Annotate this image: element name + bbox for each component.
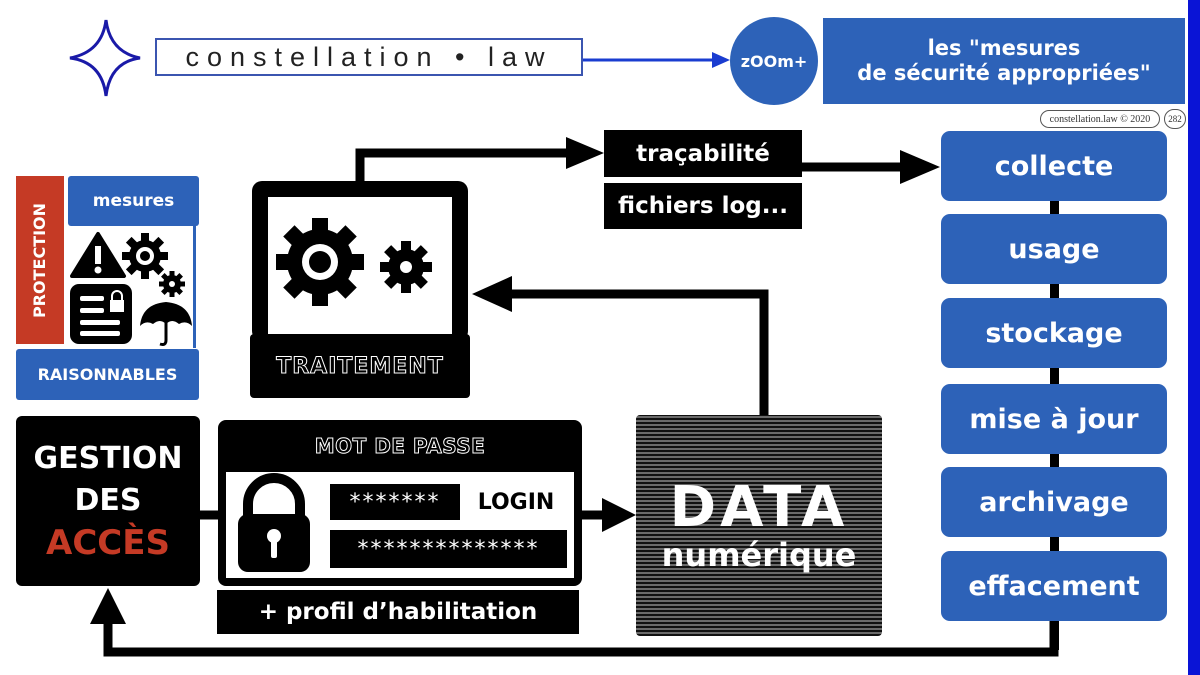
lifecycle-step-effacement: effacement	[941, 551, 1167, 621]
login-field[interactable]: *******	[330, 484, 460, 520]
password-panel-title: MOT DE PASSE	[314, 434, 486, 459]
arrow-processing-to-traceability	[355, 148, 572, 181]
password-field[interactable]: **************	[330, 530, 567, 568]
login-label: LOGIN	[477, 489, 555, 515]
copyright: constellation.law © 2020	[1040, 110, 1160, 128]
protection-label-bar: PROTECTION	[16, 176, 64, 344]
logo-arrowhead	[712, 52, 730, 68]
data-subtitle: numérique	[661, 535, 857, 574]
data-title: DATA	[669, 474, 849, 540]
slide-title: les "mesures de sécurité appropriées"	[823, 18, 1185, 104]
access-management-box: GESTION DES ACCÈS	[16, 416, 200, 586]
protection-icons	[68, 226, 196, 348]
title-line-2: de sécurité appropriées"	[857, 61, 1151, 85]
access-line-1: GESTION	[33, 441, 183, 476]
star-logo-icon	[69, 19, 141, 97]
locked-document-icon	[70, 284, 132, 344]
arrowhead-access	[90, 588, 126, 624]
lifecycle-step-usage: usage	[941, 214, 1167, 284]
arrowhead-data	[602, 498, 636, 532]
page-number: 282	[1164, 109, 1186, 129]
log-files-label: fichiers log...	[604, 183, 802, 229]
arrowhead-processing	[472, 276, 512, 312]
arrowhead-collecte	[900, 150, 940, 184]
lifecycle-step-mise-a-jour: mise à jour	[941, 384, 1167, 454]
lifecycle-step-archivage: archivage	[941, 467, 1167, 537]
large-gear-icon	[276, 218, 364, 306]
warning-icon	[70, 232, 126, 278]
access-line-3: ACCÈS	[46, 523, 170, 563]
lifecycle-step-stockage: stockage	[941, 298, 1167, 368]
umbrella-icon	[140, 302, 192, 346]
small-gear-icon	[159, 271, 185, 297]
padlock-icon	[238, 473, 310, 572]
arrow-data-to-processing	[510, 289, 769, 415]
edge-bar	[1188, 0, 1200, 675]
logo-box: constellation • law	[155, 38, 583, 76]
mesures-label: mesures	[68, 176, 199, 226]
protection-label: PROTECTION	[30, 202, 50, 318]
arrowhead-traceability	[566, 137, 604, 169]
title-line-1: les "mesures	[927, 36, 1081, 60]
access-line-2: DES	[74, 483, 142, 518]
zoom-badge[interactable]: zOOm+	[730, 17, 818, 105]
small-gear-icon	[380, 241, 432, 293]
lifecycle-step-collecte: collecte	[941, 131, 1167, 201]
processing-label: TRAITEMENT	[250, 334, 470, 398]
digital-data-box: DATA numérique	[636, 415, 882, 636]
monitor-screen	[268, 197, 452, 339]
authorization-profile-label: + profil d’habilitation	[217, 590, 579, 634]
gear-icon	[122, 233, 168, 279]
logo-text: constellation • law	[185, 41, 553, 72]
traceability-label: traçabilité	[604, 130, 802, 177]
raisonnables-label: RAISONNABLES	[16, 349, 199, 400]
